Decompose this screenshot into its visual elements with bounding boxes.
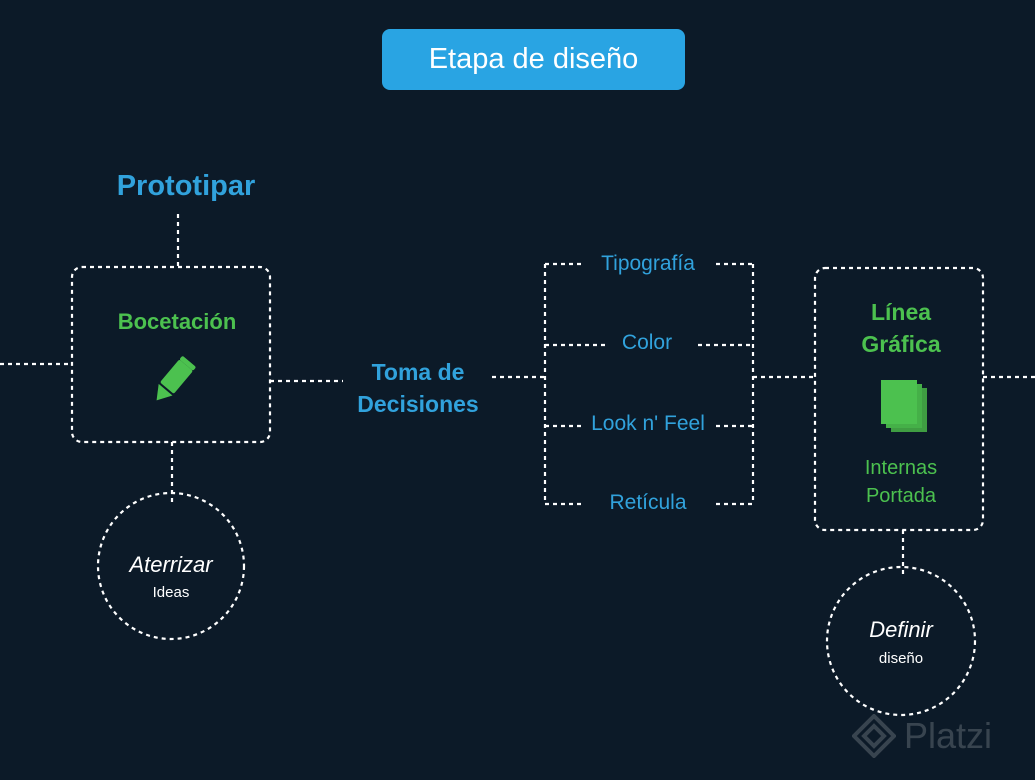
prototipar-label: Prototipar (116, 170, 256, 202)
aterrizar-subtitle: Ideas (152, 584, 190, 601)
definir-title: Definir (869, 617, 933, 642)
platzi-watermark: Platzi (852, 714, 992, 758)
platzi-logo-icon (852, 714, 896, 758)
bocetacion-box-border (70, 265, 272, 444)
decisiones-line2: Decisiones (357, 391, 479, 417)
linea-grafica-sub2: Portada (865, 485, 937, 507)
option-look-n-feel: Look n' Feel (591, 412, 705, 435)
option-color: Color (621, 331, 673, 354)
watermark-text: Platzi (904, 715, 993, 756)
aterrizar-circle-border (96, 491, 246, 641)
linea-grafica-box-border (813, 266, 985, 532)
documents-icon (881, 380, 927, 432)
option-reticula: Retícula (609, 491, 687, 514)
definir-circle-border (825, 565, 977, 717)
page-title: Etapa de diseño (382, 29, 685, 90)
definir-subtitle: diseño (878, 650, 924, 667)
linea-grafica-line1: Línea (870, 299, 932, 325)
linea-grafica-line2: Gráfica (861, 331, 941, 357)
aterrizar-title: Aterrizar (129, 552, 213, 577)
pencil-icon (156, 356, 196, 401)
option-tipografia: Tipografía (601, 252, 695, 275)
decisiones-line1: Toma de (371, 359, 465, 385)
bocetacion-label: Bocetación (117, 309, 237, 334)
linea-grafica-sub1: Internas (864, 457, 938, 479)
